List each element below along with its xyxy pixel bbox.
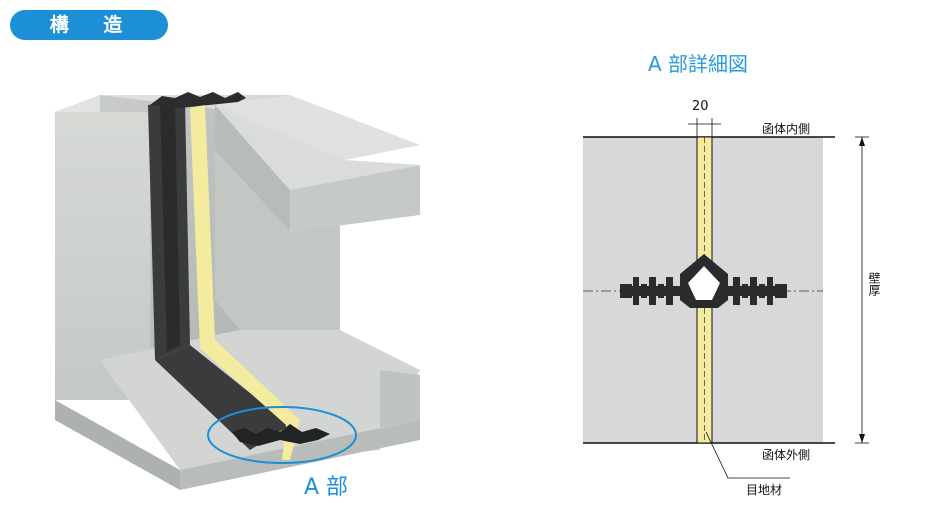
waterstop-center-hole (688, 266, 720, 300)
dimension-20-label: 20 (692, 99, 709, 114)
dim-arrow-top (859, 137, 865, 146)
upper-slab-side (215, 105, 290, 232)
waterstop-vertical-band-dark (160, 102, 180, 352)
floor-slab-front (55, 400, 180, 490)
joint-material-label: 目地材 (746, 483, 783, 497)
joint-material-leader (705, 431, 790, 479)
culvert-3d-illustration (55, 92, 420, 490)
inner-vertical-face (215, 150, 340, 330)
floor-slab-right-face (180, 420, 420, 490)
detail-drawing (583, 118, 869, 479)
waterstop-a-ribs (232, 424, 330, 446)
waterstop-top-ribs (150, 92, 246, 108)
a-part-label: A 部 (304, 475, 349, 500)
waterstop-right-wing (725, 277, 787, 305)
section-badge: 構 造 (10, 10, 168, 40)
waterstop-bottom-band (155, 345, 290, 450)
upper-slab-top (215, 95, 420, 160)
floor-slab-front2 (380, 370, 420, 430)
dim-arrow-bottom (859, 434, 865, 443)
outer-side-label: 函体外側 (762, 448, 811, 462)
joint-filler-diagonal (200, 340, 300, 460)
a-part-highlight-ellipse (207, 406, 357, 464)
waterstop-left-wing (620, 277, 680, 305)
detail-title: A 部詳細図 (648, 52, 749, 76)
joint-filler-vertical (190, 105, 215, 348)
culvert-front-wall (55, 112, 150, 400)
upper-slab-top2 (215, 105, 420, 190)
upper-slab-front (290, 165, 420, 232)
thickness-label: 壁厚 (867, 272, 881, 296)
inner-side-label: 函体内側 (762, 122, 811, 136)
